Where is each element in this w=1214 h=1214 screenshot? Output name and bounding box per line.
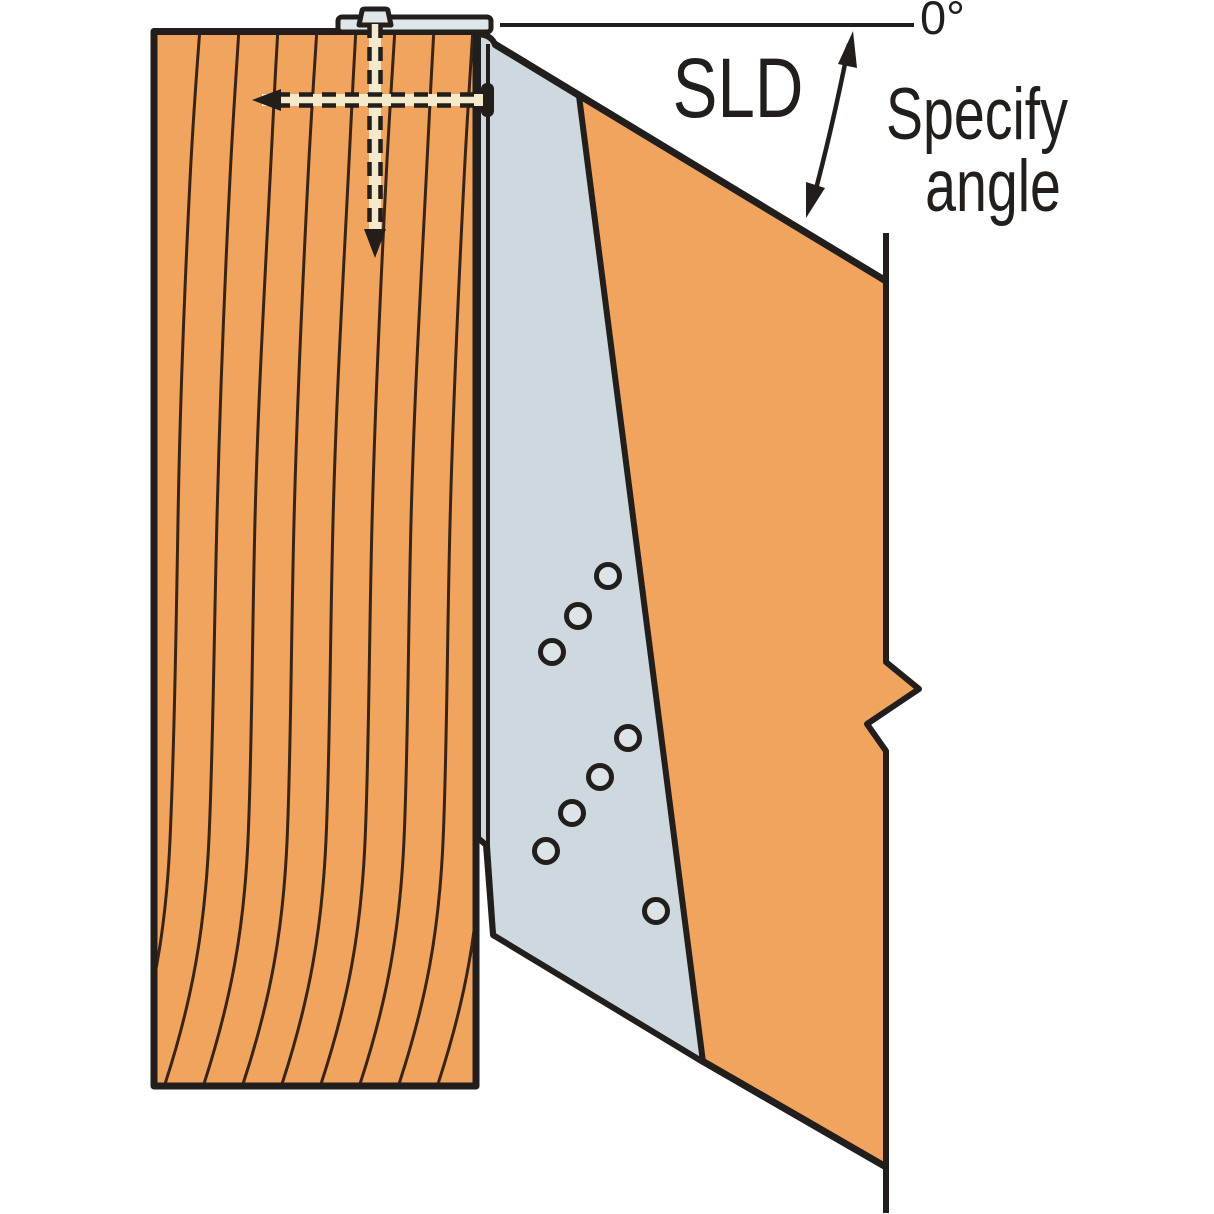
nail-hole: [558, 799, 586, 827]
joist-face: [488, 40, 919, 1167]
nail-hole: [614, 724, 642, 752]
top-screw-head: [356, 6, 394, 28]
angle-reference-label: 0°: [920, 0, 965, 44]
header-beam: [150, 28, 480, 1090]
specify-angle-label-line1: Specify: [886, 73, 1068, 155]
nail-hole: [564, 602, 592, 630]
angle-range-arrow-icon: [806, 31, 857, 218]
nail-hole: [532, 837, 560, 865]
beam-face: [150, 28, 480, 1090]
nail-holes: [532, 562, 670, 925]
hanger-details: [335, 6, 670, 935]
hidden-fasteners: [252, 24, 483, 258]
joist-bottom-edge: [702, 1058, 888, 1171]
arrow-left-icon: [252, 89, 281, 111]
hanger-bend-line: [486, 44, 496, 935]
vertical-screw-arrow: [364, 24, 386, 258]
joist-break-edge: [864, 233, 922, 1213]
specify-angle-label-line2: angle: [925, 145, 1061, 227]
nail-hole: [538, 638, 566, 666]
side-screw-head: [481, 83, 494, 117]
horizontal-screw-arrow: [252, 89, 483, 111]
wood-grain: [157, 34, 473, 1083]
nail-hole: [594, 562, 622, 590]
nail-hole: [586, 763, 614, 791]
arrow-down-icon: [364, 229, 386, 258]
annotations: 0° SLD Specify angle: [500, 0, 1068, 227]
nail-hole: [642, 897, 670, 925]
product-code-label: SLD: [673, 42, 804, 136]
